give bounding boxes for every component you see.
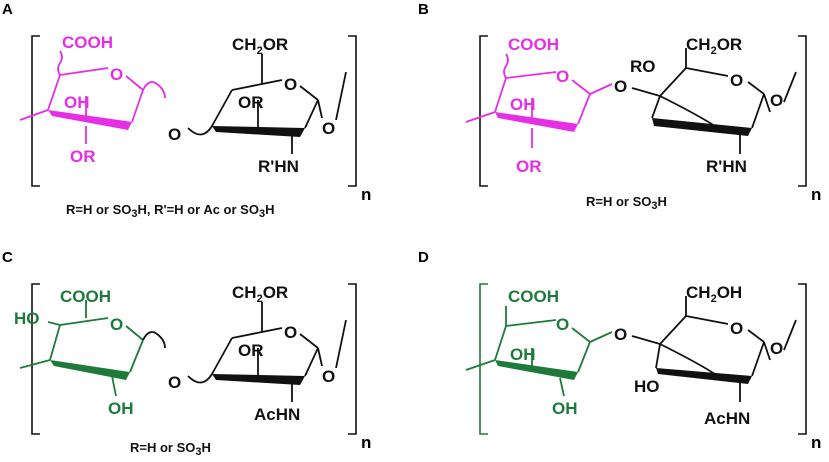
left-bracket: [31, 35, 40, 187]
repeat-n: n: [361, 185, 371, 204]
uronic-ring: [19, 50, 166, 144]
glycosidic-oxygen: O: [168, 373, 181, 392]
cooh-label: COOH: [508, 287, 559, 306]
repeat-n: n: [361, 433, 371, 452]
repeat-n: n: [811, 185, 821, 204]
or-label-2: OR: [238, 93, 264, 112]
oh-label: OH: [510, 95, 536, 114]
or-label: OR: [516, 157, 542, 176]
panel-label-a: A: [2, 1, 13, 18]
anomeric-oxygen: O: [770, 339, 783, 358]
aminosugar-ring: [187, 54, 347, 154]
ch2or-label: CH2OR: [232, 283, 288, 305]
ring2-oxygen: O: [730, 71, 743, 90]
caption-a: R=H or SO3H, R'=H or Ac or SO3H: [66, 202, 274, 220]
uronic-ring: [465, 53, 613, 148]
glycosidic-oxygen: O: [614, 325, 627, 344]
right-bracket: [348, 283, 357, 435]
panel-b: B n COOH O OH OR O: [418, 1, 821, 212]
panel-label-c: C: [2, 249, 13, 266]
anomeric-oxygen: O: [322, 119, 335, 138]
panel-label-b: B: [418, 1, 429, 18]
ro-label: RO: [630, 57, 656, 76]
panel-label-d: D: [418, 249, 429, 266]
ring-oxygen: O: [556, 67, 569, 86]
ring-oxygen: O: [110, 65, 123, 84]
left-bracket: [31, 283, 40, 435]
right-bracket: [348, 35, 357, 187]
right-bracket: [798, 35, 807, 187]
or-label: OR: [70, 147, 96, 166]
panel-d: D n COOH O OH OH O: [418, 249, 821, 452]
aminosugar-ring: [187, 302, 347, 402]
anomeric-oxygen: O: [322, 367, 335, 386]
oh-label: OH: [108, 399, 134, 418]
anomeric-oxygen: O: [770, 91, 783, 110]
or-label-2: OR: [238, 341, 264, 360]
ch2or-label: CH2OR: [232, 35, 288, 57]
repeat-n: n: [811, 433, 821, 452]
glycosidic-oxygen: O: [614, 77, 627, 96]
uronic-ring: [465, 306, 613, 397]
aminosugar-ring: [631, 296, 797, 402]
caption-b: R=H or SO3H: [586, 194, 667, 212]
oh-label: OH: [64, 93, 90, 112]
panel-c: C n COOH O HO OH O: [2, 249, 371, 458]
ch2or-label: CH2OR: [686, 35, 742, 57]
nh-label: R'HN: [706, 157, 747, 176]
cooh-label: COOH: [508, 35, 559, 54]
nh-label: AcHN: [704, 409, 750, 428]
ring2-oxygen: O: [284, 323, 297, 342]
aminosugar-ring: [631, 48, 797, 154]
nh-label: AcHN: [254, 405, 300, 424]
glycosidic-oxygen: O: [168, 125, 181, 144]
left-bracket: [479, 35, 488, 187]
oh-label-2: OH: [552, 399, 578, 418]
right-bracket: [798, 283, 807, 435]
cooh-label: COOH: [60, 287, 111, 306]
ch2oh-label: CH2OH: [686, 283, 742, 305]
left-bracket: [479, 283, 488, 435]
oh-label: OH: [510, 345, 536, 364]
ho-label: HO: [634, 377, 660, 396]
caption-c: R=H or SO3H: [130, 440, 211, 458]
cooh-label: COOH: [62, 33, 113, 52]
panel-a: A n COOH O OH OR O: [2, 1, 371, 220]
uronic-ring: [19, 300, 166, 397]
ring2-oxygen: O: [730, 319, 743, 338]
ring2-oxygen: O: [284, 75, 297, 94]
nh-label: R'HN: [258, 157, 299, 176]
ring-oxygen: O: [556, 315, 569, 334]
ring-oxygen: O: [110, 315, 123, 334]
ho-label: HO: [14, 309, 40, 328]
